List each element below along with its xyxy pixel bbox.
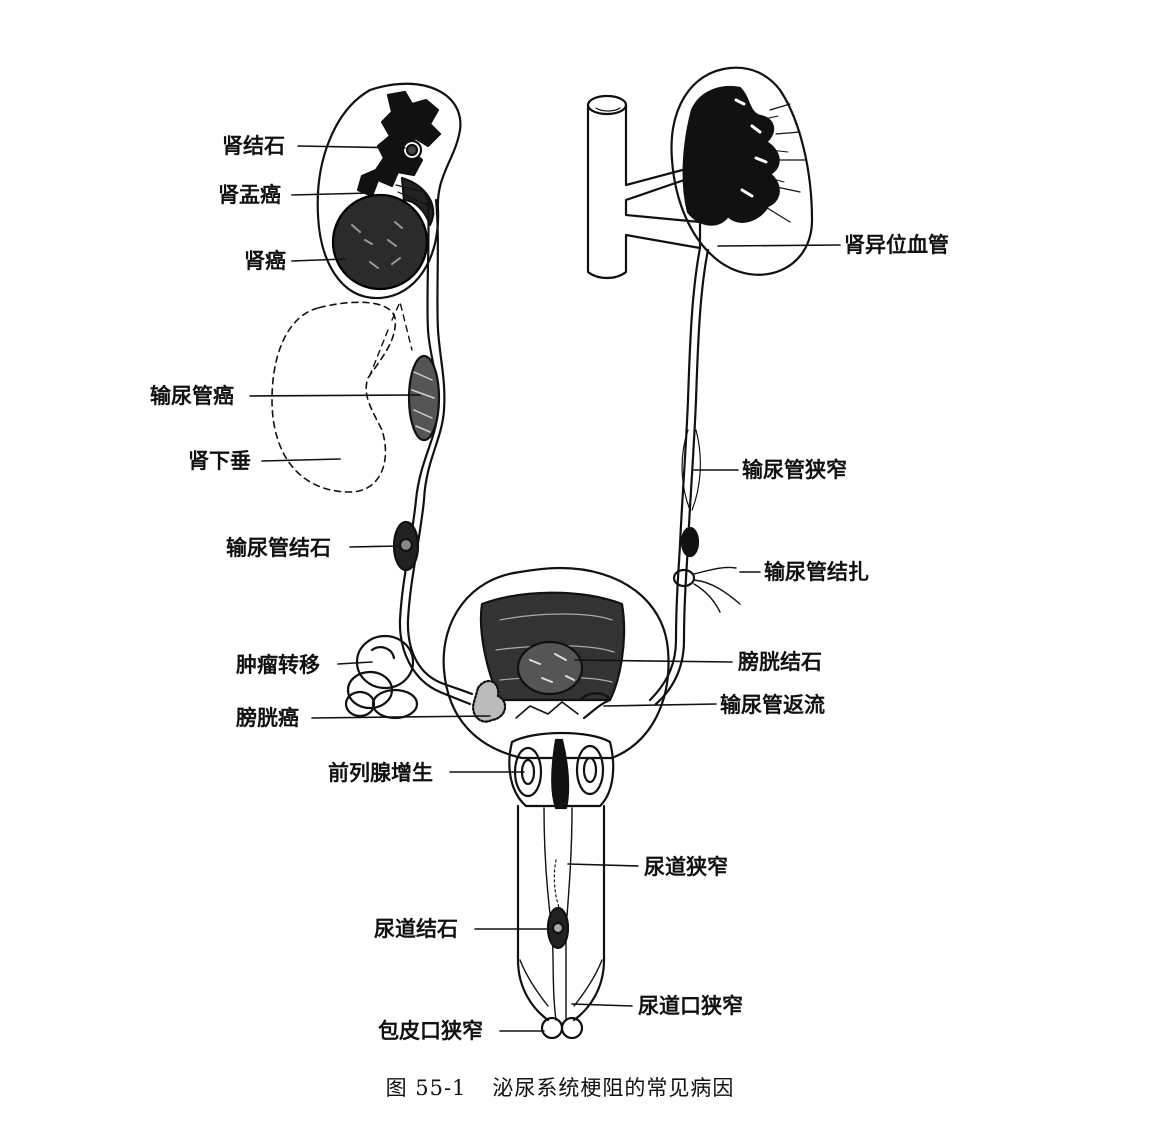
label-kidney-stone: 肾结石 (222, 134, 285, 158)
left-ureter (392, 198, 474, 706)
right-kidney (670, 66, 814, 276)
figure-caption: 图 55-1 泌尿系统梗阻的常见病因 (0, 1072, 1120, 1102)
leader-lines (249, 145, 841, 1032)
label-ureter-stone: 输尿管结石 (226, 536, 331, 560)
urethra (516, 804, 606, 1040)
label-ureter-ligation: 输尿管结扎 (764, 560, 869, 584)
label-meatal-stenosis: 尿道口狭窄 (638, 994, 743, 1018)
label-renal-pelvis-cancer: 肾盂癌 (218, 183, 281, 207)
caption-number: 图 55-1 (385, 1076, 467, 1100)
aberrant-vessel (586, 94, 702, 280)
label-bladder-stone: 膀胱结石 (738, 650, 822, 674)
label-nephroptosis: 肾下垂 (188, 449, 251, 473)
label-phimosis: 包皮口狭窄 (378, 1019, 483, 1043)
label-urethral-stone: 尿道结石 (374, 917, 458, 941)
label-bladder-cancer: 膀胱癌 (236, 706, 299, 730)
caption-title: 泌尿系统梗阻的常见病因 (492, 1076, 735, 1100)
label-urethral-stricture: 尿道狭窄 (644, 855, 728, 879)
label-ureteral-reflux: 输尿管返流 (720, 693, 825, 717)
right-ureter (648, 246, 741, 706)
bladder (442, 566, 670, 760)
prostate (508, 731, 615, 810)
label-aberrant-renal-vessel: 肾异位血管 (844, 233, 949, 257)
left-kidney (316, 82, 462, 300)
label-prostate-hyperplasia: 前列腺增生 (328, 761, 433, 785)
label-kidney-cancer: 肾癌 (244, 249, 286, 273)
ptotic-kidney-outline (271, 301, 397, 493)
label-ureter-stricture: 输尿管狭窄 (742, 458, 847, 482)
metastasis-nodules (344, 634, 419, 720)
label-ureter-cancer: 输尿管癌 (150, 384, 234, 408)
label-tumor-metastasis: 肿瘤转移 (236, 653, 320, 677)
